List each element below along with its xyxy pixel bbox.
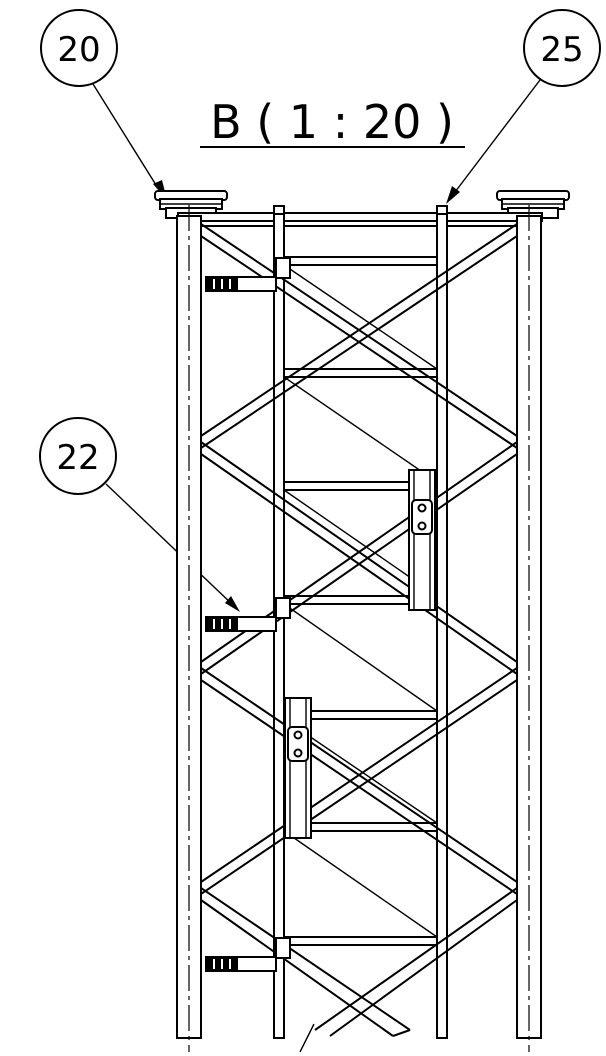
pin-icon [293,748,303,758]
connector-lug-bottom [205,937,291,972]
callout-label: 25 [540,30,583,70]
callout-circle [523,9,601,87]
pin-icon [417,521,427,531]
chord-left [176,205,202,1052]
leader-arrow [446,186,460,204]
callout-circle [40,9,118,87]
callout-label: 20 [57,30,100,70]
callout-20: 20 [40,9,167,200]
leader-line [451,79,541,197]
top-plate [177,212,543,222]
connector-lug-top [205,257,291,292]
front-diagonals [200,223,518,1037]
callout-circle [39,417,117,495]
section-break-line [299,1023,315,1053]
callout-label: 22 [56,438,99,478]
view-title: B ( 1 : 20 ) [210,95,454,149]
connector-lug-middle [205,597,291,632]
callout-22: 22 [39,417,240,612]
inner-chord-right [436,213,448,1039]
leader-arrow [225,596,240,612]
callout-25: 25 [446,9,601,204]
leader-line [92,83,162,194]
coupler-plate-right [408,469,436,611]
pin-icon [293,730,303,740]
chord-right [516,205,542,1052]
coupler-plate-left [284,697,312,839]
leader-line [105,483,235,607]
pin-icon [417,503,427,513]
